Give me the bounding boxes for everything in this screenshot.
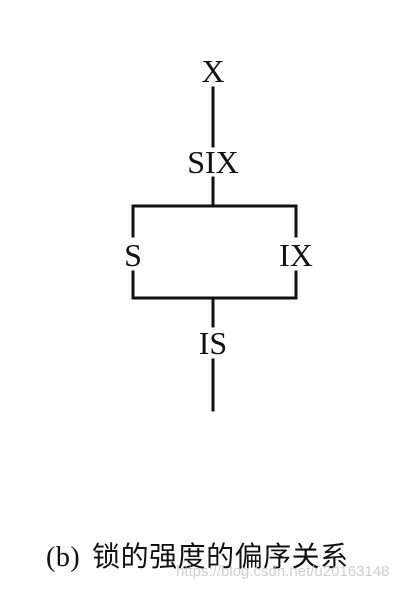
node-ix: IX [279,237,313,273]
node-s: S [124,237,142,273]
node-six: SIX [187,144,239,180]
figure-caption-text: 锁的强度的偏序关系 [92,540,349,573]
watermark: https://blog.csdn.net/u20163148 [176,563,390,580]
figure-caption-tag: (b) [46,542,81,573]
node-x: X [201,53,224,89]
node-is: IS [199,325,227,361]
edge-branch-top [131,204,298,238]
figure-caption: (b) 锁的强度的偏序关系 [46,535,349,575]
